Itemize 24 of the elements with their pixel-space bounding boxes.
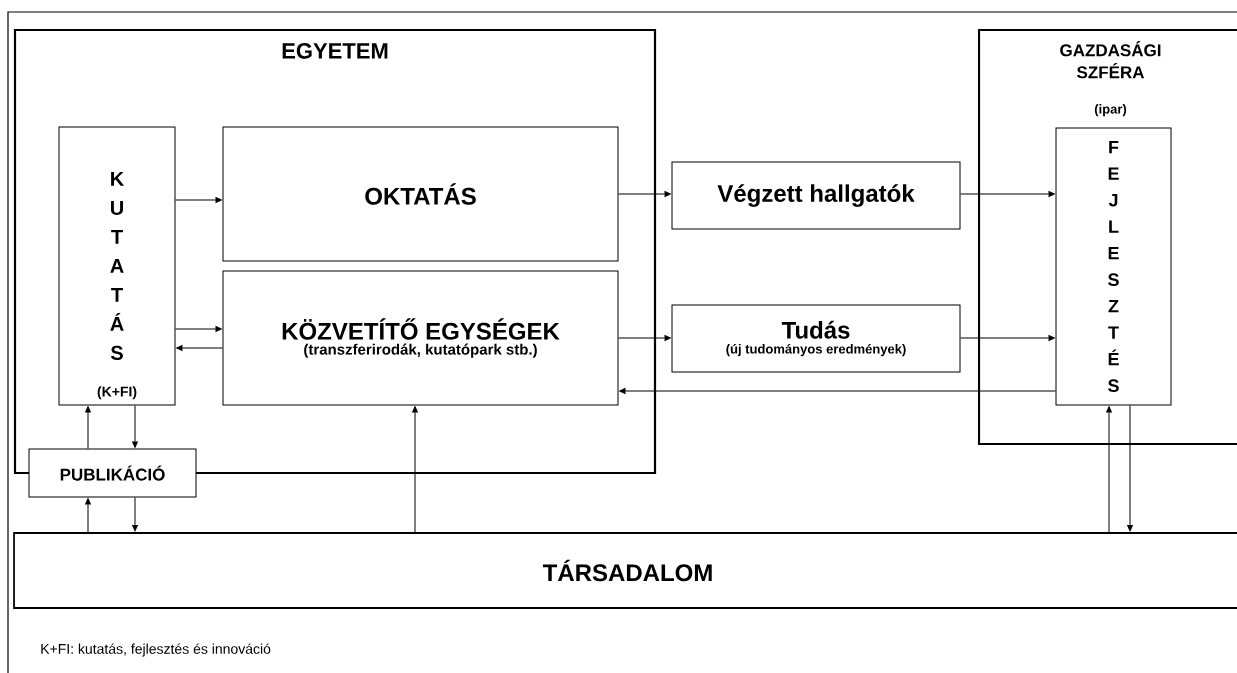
arrow xyxy=(175,326,222,332)
research-box: K U T A T Á S (K+FI) xyxy=(58,126,176,406)
process-box: KÖZVETÍTŐ EGYSÉGEK (transzferirodák, kutatópark stb.) xyxy=(222,270,619,406)
arrow xyxy=(960,335,1055,341)
process-box: Végzett hallgatók xyxy=(671,161,961,230)
arrow xyxy=(960,191,1055,197)
process-box: TÁRSADALOM xyxy=(13,532,1237,609)
process-box: Tudás (új tudományos eredmények) xyxy=(671,304,961,373)
footnote: K+FI: kutatás, fejlesztés és innováció xyxy=(41,643,271,657)
arrow xyxy=(618,191,671,197)
arrow xyxy=(1127,405,1133,532)
arrow xyxy=(176,345,223,351)
arrow xyxy=(412,406,418,533)
process-box: PUBLIKÁCIÓ xyxy=(28,448,197,498)
arrow xyxy=(619,388,1056,394)
arrow xyxy=(1106,406,1112,533)
arrow xyxy=(132,497,138,532)
arrow xyxy=(85,406,91,449)
arrow xyxy=(175,197,222,203)
arrow xyxy=(85,498,91,533)
arrow xyxy=(618,335,671,341)
process-box: OKTATÁS xyxy=(222,126,619,262)
arrow xyxy=(132,405,138,448)
development-box: F E J L E S Z T É S xyxy=(1055,127,1172,406)
